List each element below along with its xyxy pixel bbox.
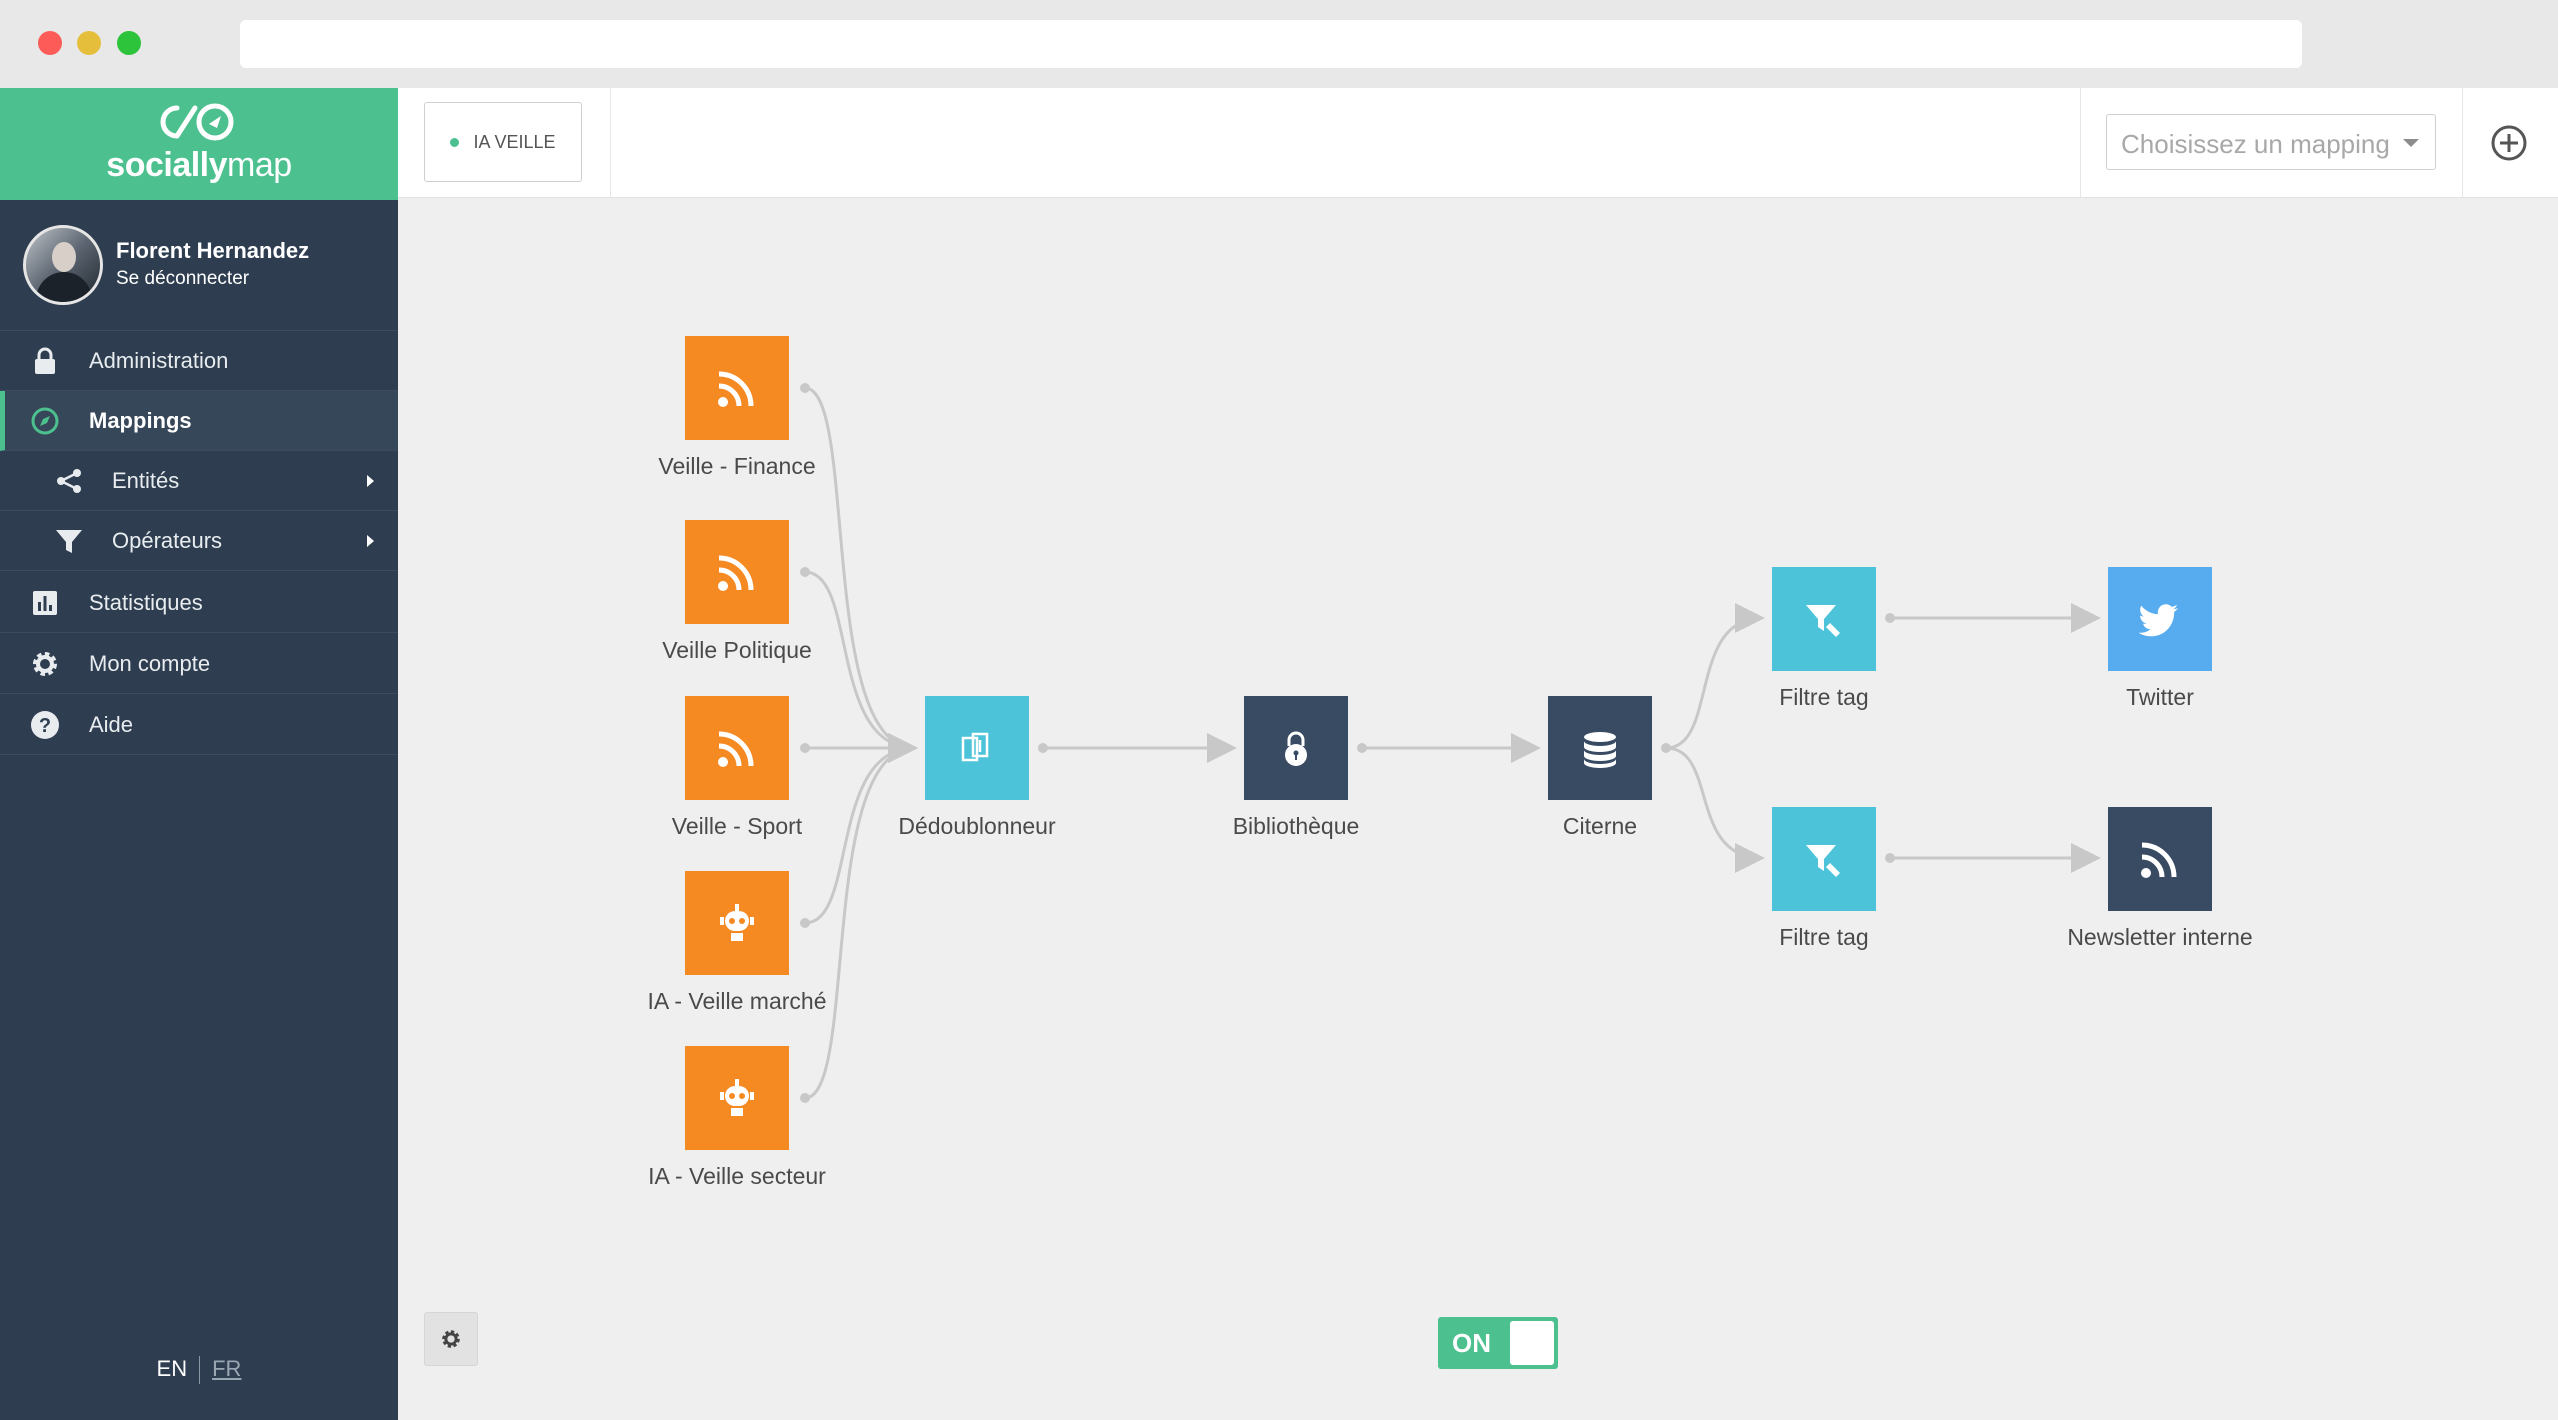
sidebar: sociallymap Florent Hernandez Se déconne… — [0, 88, 398, 1420]
chevron-right-icon — [367, 535, 374, 547]
gear-icon — [442, 1330, 460, 1348]
node-newsletter-interne[interactable] — [2108, 807, 2212, 911]
brand-name: sociallymap — [106, 146, 292, 184]
node-citerne[interactable] — [1548, 696, 1652, 800]
canvas-settings-button[interactable] — [424, 1312, 478, 1366]
link-citerne-filtre2 — [1665, 746, 1765, 873]
caret-down-icon — [2403, 139, 2419, 147]
chevron-right-icon — [367, 475, 374, 487]
node-ia-veille-marche[interactable] — [685, 871, 789, 975]
user-profile — [0, 200, 398, 331]
mapping-select[interactable]: Choisissez un mapping — [2106, 114, 2436, 170]
node-label: Veille - Finance — [658, 453, 816, 479]
bar-chart-icon — [30, 588, 60, 618]
toggle-knob — [1510, 1321, 1554, 1365]
address-bar[interactable] — [240, 20, 2302, 68]
node-veille-finance[interactable] — [685, 336, 789, 440]
robot-icon — [720, 904, 754, 941]
minimize-window-button[interactable] — [77, 31, 101, 55]
link-secteur-dedoublonneur — [804, 733, 918, 1100]
nav-item-operateurs[interactable]: Opérateurs — [0, 511, 398, 571]
funnel-tag-icon — [1806, 845, 1840, 877]
maximize-window-button[interactable] — [117, 31, 141, 55]
tab-ia-veille[interactable]: IA VEILLE — [424, 102, 582, 182]
funnel-tag-icon — [1806, 605, 1840, 637]
robot-icon — [720, 1079, 754, 1116]
nav-item-aide[interactable]: ? Aide — [0, 695, 398, 755]
nav-item-statistiques[interactable]: Statistiques — [0, 573, 398, 633]
browser-chrome — [0, 0, 2558, 88]
node-filtre-tag-2[interactable] — [1772, 807, 1876, 911]
add-mapping-button[interactable] — [2490, 124, 2528, 162]
nav-item-administration[interactable]: Administration — [0, 331, 398, 391]
node-label: Veille - Sport — [671, 813, 803, 839]
lock-icon — [30, 346, 60, 376]
node-filtre-tag-1[interactable] — [1772, 567, 1876, 671]
duplicate-icon — [961, 732, 989, 762]
avatar — [23, 225, 103, 305]
language-switcher: EN FR — [0, 1356, 398, 1385]
node-label: Newsletter interne — [2067, 924, 2253, 950]
nav-item-entites[interactable]: Entités — [0, 451, 398, 511]
database-icon — [1584, 732, 1616, 768]
connections — [800, 383, 2101, 1103]
node-label: Veille Politique — [662, 637, 812, 663]
node-veille-sport[interactable] — [685, 696, 789, 800]
rss-icon — [718, 371, 754, 407]
padlock-icon — [1285, 731, 1307, 766]
mapping-toolbar: IA VEILLE Choisissez un mapping — [398, 88, 2558, 198]
node-label: Citerne — [1562, 813, 1638, 839]
link-citerne-filtre1 — [1665, 603, 1765, 750]
lang-en[interactable]: EN — [156, 1356, 188, 1381]
link-politique-dedoublonneur — [804, 570, 918, 763]
gear-icon — [30, 649, 60, 679]
status-dot — [450, 137, 460, 147]
node-label: Filtre tag — [1779, 924, 1869, 950]
mapping-on-off-toggle[interactable]: ON — [1438, 1317, 1558, 1369]
logout-link[interactable]: Se déconnecter — [116, 268, 250, 289]
node-veille-politique[interactable] — [685, 520, 789, 624]
node-ia-veille-secteur[interactable] — [685, 1046, 789, 1150]
node-label: Bibliothèque — [1232, 813, 1360, 839]
node-label: Dédoublonneur — [898, 813, 1056, 839]
node-dedoublonneur[interactable] — [925, 696, 1029, 800]
svg-text:?: ? — [39, 715, 51, 737]
nav-item-mappings[interactable]: Mappings — [0, 391, 398, 451]
node-bibliotheque[interactable] — [1244, 696, 1348, 800]
link-marche-dedoublonneur — [804, 733, 918, 925]
link-finance-dedoublonneur — [804, 386, 918, 763]
node-twitter[interactable] — [2108, 567, 2212, 671]
funnel-icon — [54, 526, 84, 556]
help-icon: ? — [30, 710, 60, 740]
node-label: IA - Veille marché — [647, 988, 827, 1014]
twitter-bird-icon — [2138, 604, 2179, 637]
lang-fr[interactable]: FR — [212, 1356, 242, 1381]
nav-item-mon-compte[interactable]: Mon compte — [0, 634, 398, 694]
mapping-canvas: Veille - Finance Veille Politique Veille… — [398, 198, 2558, 1420]
brand-logo[interactable]: sociallymap — [0, 88, 398, 200]
node-label: IA - Veille secteur — [648, 1163, 826, 1189]
node-label: Twitter — [2126, 684, 2194, 710]
rss-icon — [2141, 842, 2177, 878]
rss-icon — [718, 731, 754, 767]
rss-icon — [718, 555, 754, 591]
infinity-logo-icon — [160, 103, 234, 141]
compass-icon — [30, 406, 60, 436]
close-window-button[interactable] — [38, 31, 62, 55]
node-label: Filtre tag — [1779, 684, 1869, 710]
share-icon — [54, 466, 84, 496]
user-name: Florent Hernandez — [116, 238, 310, 263]
